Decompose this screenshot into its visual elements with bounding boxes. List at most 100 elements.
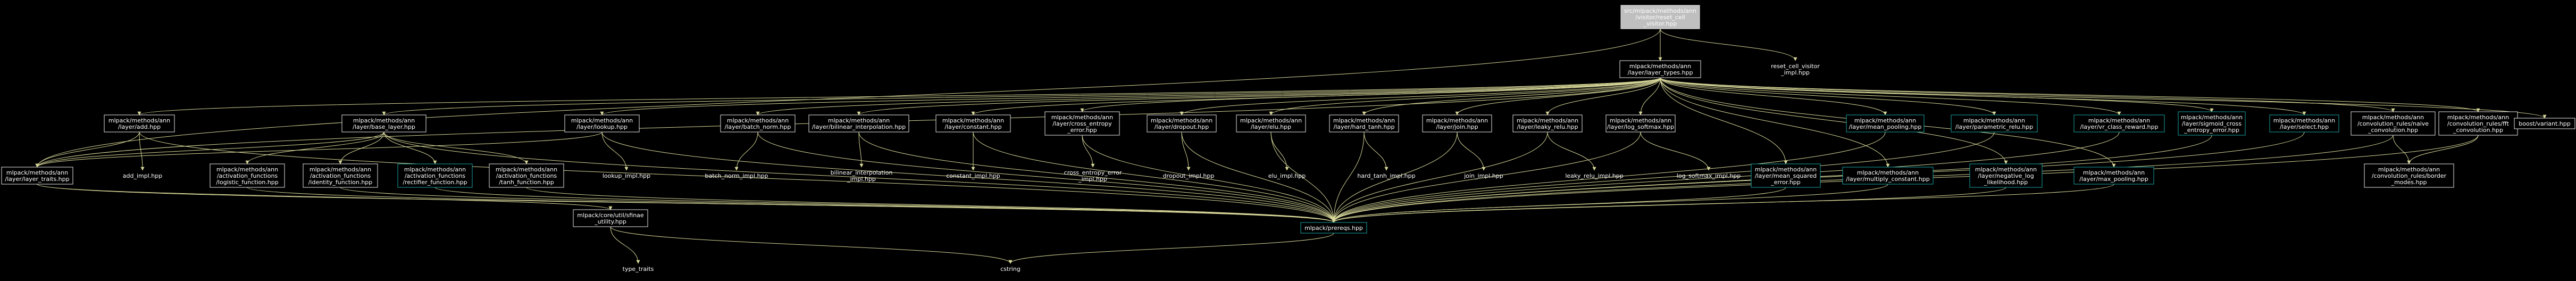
node-mean-squared[interactable]: mlpack/methods/ann/layer/mean_squared_er…	[1751, 163, 1821, 188]
node-box	[1969, 163, 2043, 188]
edge-leaky_relu-to-leaky_relu_impl	[1547, 131, 1596, 171]
edge-log_softmax-to-log_softmax_impl	[1640, 131, 1711, 171]
node-label-line: mlpack/methods/ann	[1975, 166, 2037, 173]
node-label-line: /layer/multiply_constant.hpp	[1846, 176, 1929, 183]
node-label-line: _error.hpp	[1770, 179, 1801, 186]
edge-layer_types-to-base_layer	[382, 77, 1661, 115]
node-label-line: /convolution_rules/naive	[2357, 120, 2429, 127]
node-box	[2364, 163, 2454, 188]
node-log-softmax-impl[interactable]: log_softmax_impl.hpp	[1674, 170, 1743, 181]
node-neg-log[interactable]: mlpack/methods/ann/layer/negative_log_li…	[1969, 163, 2043, 188]
node-box	[2178, 111, 2246, 136]
node-dropout-impl[interactable]: dropout_impl.hpp	[1162, 170, 1215, 181]
node-label-line: _impl.hpp	[1078, 176, 1107, 183]
node-layer-types[interactable]: mlpack/methods/ann/layer/layer_types.hpp	[1619, 60, 1701, 78]
node-elu-impl[interactable]: elu_impl.hpp	[1263, 170, 1311, 181]
node-layer-traits[interactable]: mlpack/methods/ann/layer/layer_traits.hp…	[1, 167, 73, 185]
node-label-line: /activation_functions	[217, 172, 278, 179]
node-label-line: /layer/max_pooling.hpp	[2079, 176, 2148, 183]
node-label-line: mlpack/methods/ann	[1854, 117, 1916, 124]
node-tanh-fn[interactable]: mlpack/methods/ann/activation_functions/…	[489, 163, 564, 188]
node-label-line: /activation_functions	[405, 172, 466, 179]
node-label-line: mlpack/methods/ann	[1426, 117, 1488, 124]
node-constant[interactable]: mlpack/methods/ann/layer/constant.hpp	[935, 114, 1011, 133]
node-reset-cell-impl[interactable]: reset_cell_visitor_impl.hpp	[1766, 61, 1825, 78]
node-box	[2351, 111, 2436, 136]
edge-base_layer-to-layer_traits	[35, 131, 384, 168]
node-lookup-impl[interactable]: lookup_impl.hpp	[600, 170, 653, 181]
node-vr-class-reward[interactable]: mlpack/methods/ann/layer/vr_class_reward…	[2073, 114, 2165, 133]
node-label-line: leaky_relu_impl.hpp	[1565, 172, 1623, 179]
edge-layer_types-to-multiply_constant	[1660, 77, 1890, 168]
node-naive-conv[interactable]: mlpack/methods/ann/convolution_rules/nai…	[2351, 111, 2436, 136]
node-log-softmax[interactable]: mlpack/methods/ann/layer/log_softmax.hpp	[1605, 114, 1676, 133]
node-boost-variant[interactable]: boost/variant.hpp	[2514, 118, 2575, 129]
node-elu[interactable]: mlpack/methods/ann/layer/elu.hpp	[1236, 114, 1306, 133]
node-max-pooling[interactable]: mlpack/methods/ann/layer/max_pooling.hpp	[2073, 167, 2154, 185]
node-label-line: _impl.hpp	[1780, 69, 1810, 76]
node-label-line: /activation_functions	[496, 172, 557, 179]
edge-layer_types-to-add	[138, 77, 1661, 115]
node-label-line: mlpack/methods/ann	[353, 117, 415, 124]
node-leaky-relu[interactable]: mlpack/methods/ann/layer/leaky_relu.hpp	[1512, 114, 1583, 133]
node-logistic[interactable]: mlpack/methods/ann/activation_functions/…	[210, 163, 285, 188]
node-box	[2073, 167, 2154, 185]
node-cstring[interactable]: cstring	[992, 263, 1029, 274]
node-cross-entropy-impl[interactable]: cross_entropy_error_impl.hpp	[1061, 167, 1125, 184]
node-box	[104, 114, 175, 133]
node-label-line: /identity_function.hpp	[308, 179, 373, 186]
node-lookup[interactable]: mlpack/methods/ann/layer/lookup.hpp	[564, 114, 640, 133]
edge-cross_entropy-to-prereqs	[1082, 135, 1336, 223]
edge-root-to-layer_traits	[35, 28, 1661, 168]
node-cross-entropy[interactable]: mlpack/methods/ann/layer/cross_entropy_e…	[1044, 111, 1120, 136]
node-type-traits[interactable]: type_traits	[617, 263, 659, 274]
node-label-line: _impl.hpp	[847, 176, 876, 183]
node-label-line: hard_tanh_impl.hpp	[1357, 172, 1415, 179]
node-box	[1619, 60, 1701, 78]
node-root[interactable]: src/mlpack/methods/ann/visitor/reset_cel…	[1620, 5, 1700, 29]
node-prereqs[interactable]: mlpack/prereqs.hpp	[1300, 222, 1367, 234]
node-join-impl[interactable]: join_impl.hpp	[1460, 170, 1508, 181]
node-sigmoid-cross[interactable]: mlpack/methods/ann/layer/sigmoid_cross_e…	[2178, 111, 2246, 136]
node-batch-norm[interactable]: mlpack/methods/ann/layer/batch_norm.hpp	[720, 114, 796, 133]
node-label-line: dropout_impl.hpp	[1163, 172, 1215, 179]
node-parametric-relu[interactable]: mlpack/methods/ann/layer/parametric_relu…	[1951, 114, 2038, 133]
node-add[interactable]: mlpack/methods/ann/layer/add.hpp	[104, 114, 175, 133]
node-label-line: mlpack/methods/ann	[2362, 114, 2424, 121]
edge-hard_tanh-to-prereqs	[1332, 131, 1365, 223]
node-multiply-constant[interactable]: mlpack/methods/ann/layer/multiply_consta…	[1842, 167, 1934, 185]
edge-layer_types-to-dropout	[1180, 77, 1661, 115]
edge-layer_types-to-hard_tanh	[1362, 77, 1661, 115]
node-select[interactable]: mlpack/methods/ann/layer/select.hpp	[2269, 114, 2339, 133]
node-bilinear-impl[interactable]: bilinear_interpolation_impl.hpp	[825, 167, 898, 184]
node-leaky-relu-impl[interactable]: leaky_relu_impl.hpp	[1562, 170, 1626, 181]
node-label-line: batch_norm_impl.hpp	[705, 172, 768, 179]
node-box	[564, 114, 640, 133]
node-base-layer[interactable]: mlpack/methods/ann/layer/base_layer.hpp	[341, 114, 426, 133]
node-label-line: /layer/add.hpp	[118, 123, 161, 130]
node-bilinear[interactable]: mlpack/methods/ann/layer/bilinear_interp…	[808, 114, 909, 133]
edge-layer_types-to-mean_squared	[1660, 77, 1788, 164]
node-fft-conv[interactable]: mlpack/methods/ann/convolution_rules/fft…	[2438, 111, 2518, 136]
node-hard-tanh[interactable]: mlpack/methods/ann/layer/hard_tanh.hpp	[1329, 114, 1399, 133]
node-constant-impl[interactable]: constant_impl.hpp	[944, 170, 1002, 181]
node-rectifier[interactable]: mlpack/methods/ann/activation_functions/…	[397, 163, 473, 188]
edge-prereqs-to-cstring	[1008, 233, 1334, 264]
node-label-line: /convolution_rules/border	[2372, 172, 2447, 179]
edge-tanh_fn-to-prereqs	[526, 187, 1336, 223]
node-batch-norm-impl[interactable]: batch_norm_impl.hpp	[705, 170, 768, 181]
node-add-impl[interactable]: add_impl.hpp	[119, 170, 166, 181]
node-border-modes[interactable]: mlpack/methods/ann/convolution_rules/bor…	[2364, 163, 2454, 188]
node-label-line: cstring	[1000, 266, 1021, 272]
node-label-line: mlpack/methods/ann	[1051, 114, 1113, 121]
node-mean-pooling[interactable]: mlpack/methods/ann/layer/mean_pooling.hp…	[1846, 114, 1925, 133]
node-label-line: log_softmax_impl.hpp	[1677, 172, 1741, 179]
node-join[interactable]: mlpack/methods/ann/layer/join.hpp	[1422, 114, 1492, 133]
node-sfinae[interactable]: mlpack/core/util/sfinae_utility.hpp	[573, 209, 648, 227]
node-label-line: /layer/bilinear_interpolation.hpp	[812, 123, 906, 130]
node-dropout[interactable]: mlpack/methods/ann/layer/dropout.hpp	[1147, 114, 1217, 133]
node-hard-tanh-impl[interactable]: hard_tanh_impl.hpp	[1354, 170, 1418, 181]
node-label-line: mlpack/methods/ann	[404, 166, 466, 173]
node-label-line: /layer/sigmoid_cross	[2182, 120, 2242, 127]
node-identity[interactable]: mlpack/methods/ann/activation_functions/…	[303, 163, 378, 188]
